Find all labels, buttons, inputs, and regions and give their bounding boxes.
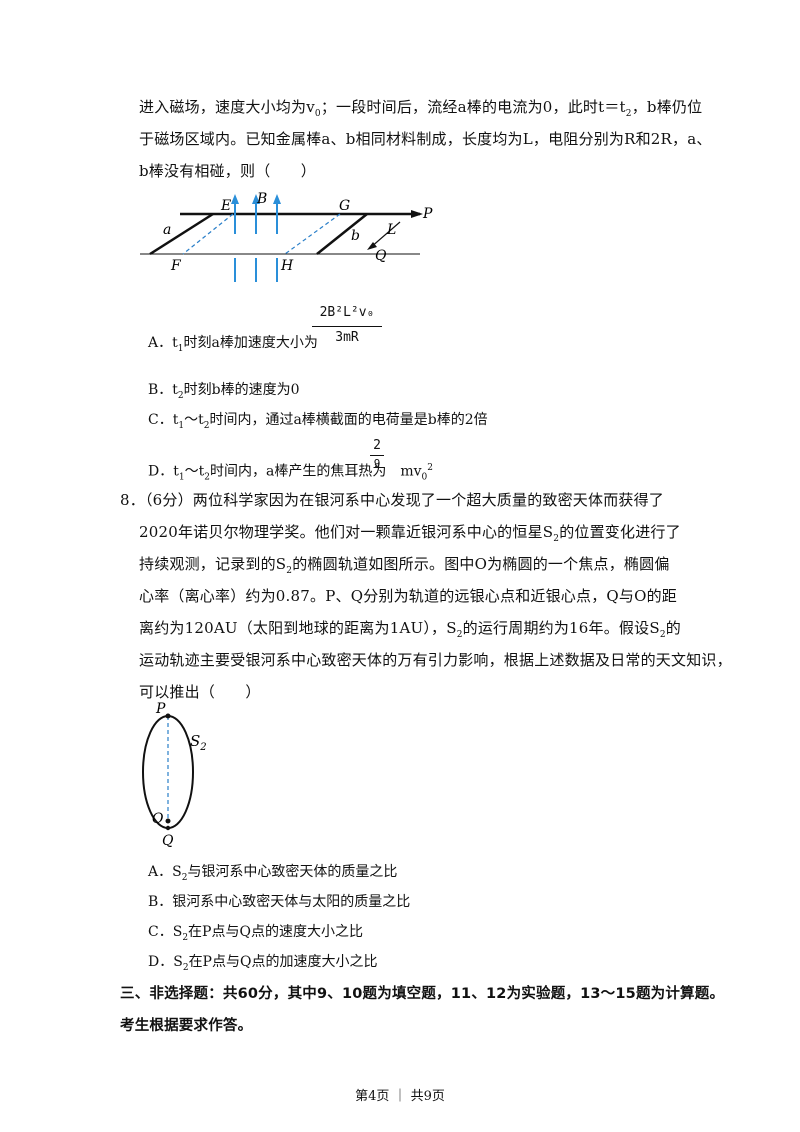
q7-d-numerator: 2 — [373, 438, 381, 453]
intro-line-2: 于磁场区域内。已知金属棒a、b相同材料制成，长度均为L，电阻分别为R和2R，a、 — [139, 130, 712, 148]
label-Q: Q — [375, 248, 387, 264]
q7-d-denominator: 9 — [373, 457, 381, 470]
q7-d-fraction-bar — [370, 455, 384, 456]
q7-a-numerator: 2B²L²v₀ — [319, 305, 375, 320]
label-orbit-P: P — [155, 701, 166, 717]
q8-option-b[interactable]: B．银河系中心致密天体与太阳的质量之比 — [148, 894, 411, 910]
q8-option-c[interactable]: C．S2在P点与Q点的速度大小之比 — [148, 924, 363, 943]
q7-option-a[interactable]: A．t1时刻a棒加速度大小为 — [148, 335, 318, 354]
q8-line-3: 持续观测，记录到的S2的椭圆轨道如图所示。图中O为椭圆的一个焦点，椭圆偏 — [139, 555, 670, 576]
label-E: E — [220, 198, 231, 214]
intro-line-1: 进入磁场，速度大小均为v0；一段时间后，流经a棒的电流为0，此时t＝t2，b棒仍… — [139, 98, 703, 119]
label-G: G — [339, 198, 350, 214]
label-L: L — [386, 222, 396, 238]
label-orbit-S2: S2 — [190, 732, 207, 753]
q8-line-1: 8．（6分）两位科学家因为在银河系中心发现了一个超大质量的致密天体而获得了 — [120, 491, 664, 509]
q8-line-6: 运动轨迹主要受银河系中心致密天体的万有引力影响，根据上述数据及日常的天文知识， — [139, 651, 732, 669]
q8-line-7: 可以推出（ ） — [139, 683, 261, 701]
page-footer: 第4页 ｜ 共9页 — [355, 1089, 445, 1104]
q8-line-2: 2020年诺贝尔物理学奖。他们对一颗靠近银河系中心的恒星S2的位置变化进行了 — [139, 523, 681, 544]
label-H: H — [280, 258, 294, 274]
section-3-heading: 三、非选择题：共60分，其中9、10题为填空题，11、12为实验题，13～15题… — [120, 986, 725, 1002]
label-F: F — [170, 258, 182, 274]
figure-elliptical-orbit: P S2 O Q — [142, 701, 207, 849]
figure-rails-magnetic-field: a E B G P b L F H Q — [140, 191, 433, 282]
label-orbit-O: O — [152, 811, 164, 827]
label-b: b — [351, 228, 360, 244]
q8-option-d[interactable]: D．S2在P点与Q点的加速度大小之比 — [148, 954, 378, 973]
intro-line-3: b棒没有相碰，则（ ） — [139, 162, 317, 180]
q8-line-5: 离约为120AU（太阳到地球的距离为1AU），S2的运行周期约为16年。假设S2… — [139, 619, 681, 640]
q7-a-denominator: 3mR — [335, 330, 359, 345]
q8-option-a[interactable]: A．S2与银河系中心致密天体的质量之比 — [148, 864, 398, 883]
label-a: a — [163, 222, 171, 238]
label-B: B — [256, 191, 267, 207]
q8-line-4: 心率（离心率）约为0.87。P、Q分别为轨道的远银心点和近银心点，Q与O的距 — [139, 587, 677, 605]
label-P: P — [422, 206, 433, 222]
q7-a-fraction-bar — [312, 326, 382, 327]
section-3-instruction: 考生根据要求作答。 — [120, 1018, 253, 1034]
q7-option-c[interactable]: C．t1～t2时间内，通过a棒横截面的电荷量是b棒的2倍 — [148, 412, 488, 431]
label-orbit-Q: Q — [162, 833, 174, 849]
q7-option-b[interactable]: B．t2时刻b棒的速度为0 — [148, 382, 300, 401]
